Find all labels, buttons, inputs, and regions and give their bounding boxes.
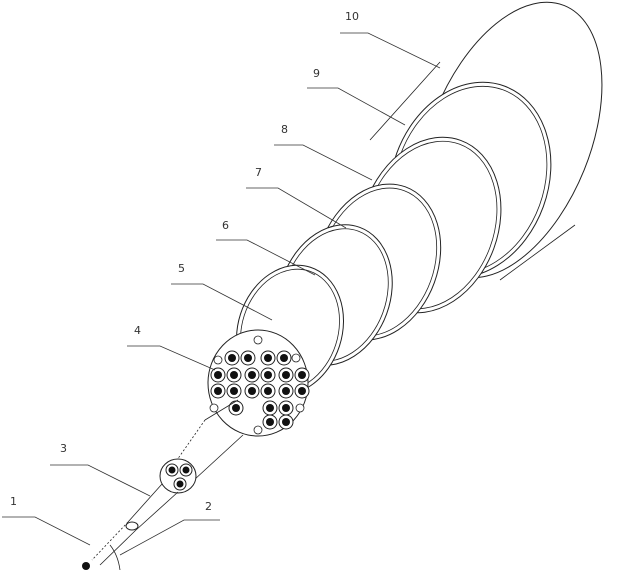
core-inner-20 (282, 418, 290, 426)
core-inner-11 (230, 387, 238, 395)
central-stem (169, 399, 244, 481)
core-inner-9 (298, 371, 306, 379)
core-inner-4 (214, 371, 222, 379)
three-core-bundle (159, 458, 197, 494)
core-inner-12 (248, 387, 256, 395)
filler-1 (253, 335, 263, 345)
core-inner-14 (282, 387, 290, 395)
callout-label-9: 9 (313, 67, 320, 80)
core-inner-18 (282, 404, 290, 412)
small-core-inner-1 (182, 466, 190, 474)
core-inner-3 (280, 354, 288, 362)
callout-label-6: 6 (222, 219, 229, 232)
core-inner-19 (266, 418, 274, 426)
leader-line-3 (50, 464, 151, 497)
conductor-stem (82, 483, 179, 571)
leader-line-8 (274, 144, 373, 181)
small-core-inner-0 (168, 466, 176, 474)
core-inner-1 (244, 354, 252, 362)
core-inner-13 (264, 387, 272, 395)
leader-line-7 (246, 187, 347, 229)
core-inner-0 (228, 354, 236, 362)
multi-core-bundle (207, 329, 310, 437)
core-inner-8 (282, 371, 290, 379)
leader-line-1 (2, 516, 91, 546)
core-inner-6 (248, 371, 256, 379)
leader-line-4 (127, 345, 216, 371)
filler-5 (295, 403, 305, 413)
leader-line-6 (216, 239, 316, 276)
leader-line-9 (307, 87, 406, 126)
callout-label-3: 3 (60, 442, 67, 455)
small-core-inner-2 (176, 480, 184, 488)
filler-0 (213, 355, 223, 365)
core-inner-2 (264, 354, 272, 362)
core-inner-15 (298, 387, 306, 395)
core-inner-5 (230, 371, 238, 379)
leader-line-2 (119, 519, 220, 556)
leader-line-10 (340, 32, 441, 69)
callout-label-8: 8 (281, 123, 288, 136)
callout-label-10: 10 (345, 10, 359, 23)
callout-label-5: 5 (178, 262, 185, 275)
filler-3 (209, 403, 219, 413)
callout-label-7: 7 (255, 166, 262, 179)
callouts: 1 2 3 4 5 6 7 8 9 10 (2, 10, 441, 556)
core-inner-16 (232, 404, 240, 412)
conductor-end (82, 562, 90, 570)
filler-4 (253, 425, 263, 435)
callout-label-4: 4 (134, 324, 141, 337)
core-inner-10 (214, 387, 222, 395)
core-inner-17 (266, 404, 274, 412)
core-inner-7 (264, 371, 272, 379)
callout-label-1: 1 (10, 495, 17, 508)
leader-line-5 (171, 283, 273, 321)
callout-label-2: 2 (205, 500, 212, 513)
filler-2 (291, 353, 301, 363)
